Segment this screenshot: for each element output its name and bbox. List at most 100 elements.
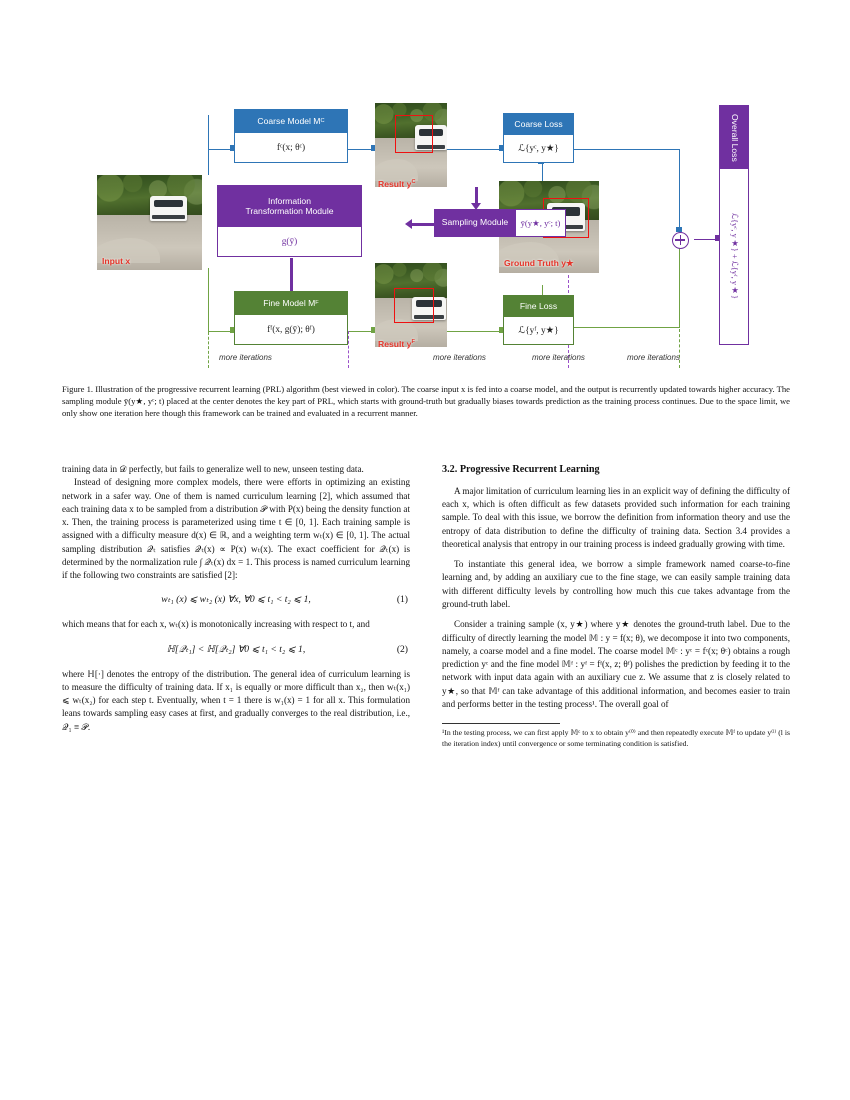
iteration-label-1: more iterations [219, 353, 272, 362]
fine-model-header-text: Fine Model M [263, 297, 316, 308]
right-column: 3.2. Progressive Recurrent Learning A ma… [442, 463, 790, 749]
connector-coarse-loss-to-sum-h [574, 149, 680, 151]
figure-1-diagram: Input x Result yC Result yF [62, 95, 790, 373]
connector-sum-to-overall [694, 239, 719, 241]
arrow-into-fine-model [230, 327, 235, 333]
fine-model-header-sup: F [315, 300, 319, 307]
figure-caption: Figure 1. Illustration of the progressiv… [62, 383, 790, 420]
connector-input-to-coarse-vertical [208, 115, 210, 175]
coarse-loss-box: Coarse Loss ℒ{yᶜ, y★} [503, 113, 574, 163]
ground-truth-label: Ground Truth y★ [504, 258, 574, 268]
itm-header: Information Transformation Module [217, 185, 362, 227]
input-image-thumbnail: Input x [97, 175, 202, 270]
connector-coarse-loss-to-sum-v [679, 149, 681, 231]
iteration-label-3: more iterations [532, 353, 585, 362]
coarse-model-body: fᶜ(x; θᶜ) [234, 133, 348, 163]
image-car [415, 124, 447, 151]
left-para-2: Instead of designing more complex models… [62, 477, 410, 581]
iteration-label-2: more iterations [433, 353, 486, 362]
fine-loss-box: Fine Loss ℒ{yᶠ, y★} [503, 295, 574, 345]
result-coarse-image-thumbnail [375, 103, 447, 187]
detection-box [395, 114, 433, 154]
arrow-into-fine-loss [499, 327, 504, 333]
result-fine-label: Result yF [378, 339, 415, 349]
sampling-module-header: Sampling Module [434, 209, 516, 237]
figure-caption-label: Figure 1. [62, 384, 94, 394]
fine-loss-header: Fine Loss [503, 295, 574, 317]
result-coarse-label: Result yC [378, 179, 416, 189]
arrow-down-into-sampling [471, 203, 481, 210]
equation-1: wₜ₁ (x) ⩽ wₜ₂ (x) ∀x, ∀0 ⩽ t₁ < t₂ ⩽ 1, … [62, 593, 410, 607]
connector-input-to-fine-h [208, 331, 234, 333]
connector-itm-to-fine-model [290, 258, 294, 293]
connector-fine-loss-to-sum-v [679, 247, 681, 327]
figure-caption-text: Illustration of the progressive recurren… [62, 384, 790, 419]
connector-input-to-coarse-horizontal [208, 149, 234, 151]
left-para-continuation: training data in 𝒟 perfectly, but fails … [62, 464, 364, 474]
connector-fine-to-resultF [347, 331, 375, 333]
image-car [412, 296, 446, 321]
footnote-separator [442, 723, 560, 725]
result-fine-label-text: Result y [378, 339, 412, 349]
fine-model-body: fᶠ(x, g(ȳ); θᶠ) [234, 315, 348, 345]
right-para-1: A major limitation of curriculum learnin… [442, 485, 790, 549]
right-para-2: To instantiate this general idea, we bor… [442, 559, 790, 610]
image-car [149, 195, 188, 221]
overall-loss-body: ℒ{yᶜ, y★} + ℒ{yᶠ, y★} [719, 169, 749, 345]
image-treeline [375, 263, 447, 300]
result-fine-label-sup: F [411, 339, 415, 346]
right-para-3: Consider a training sample (x, y★) where… [442, 619, 790, 709]
dashed-recurrence-green-2 [679, 329, 680, 368]
connector-gt-to-coarse-loss [542, 163, 544, 185]
dashed-recurrence-purple-2 [348, 331, 349, 368]
left-para-3: which means that for each x, wₜ(x) is mo… [62, 619, 370, 630]
arrow-into-coarse-model [230, 145, 235, 151]
connector-resultC-to-sampling [475, 187, 479, 205]
footnote-1: ¹In the testing process, we can first ap… [442, 728, 790, 748]
itm-body: g(ȳ) [217, 227, 362, 257]
coarse-model-header-sup: C [320, 118, 325, 125]
connector-resultF-to-fine-loss [447, 331, 503, 333]
arrow-left-into-itm [405, 219, 412, 229]
connector-sampling-to-itm [410, 223, 434, 227]
connector-result-to-coarse-loss [447, 149, 503, 151]
result-fine-image-thumbnail [375, 263, 447, 347]
overall-loss-header: Overall Loss [719, 105, 749, 169]
iteration-label-4: more iterations [627, 353, 680, 362]
connector-coarse-to-result [347, 149, 375, 151]
sampling-module-box: Sampling Module ȳ(y★, yᶜ; t) [434, 209, 566, 237]
left-column: training data in 𝒟 perfectly, but fails … [62, 463, 410, 734]
equation-2-body: ℍ[𝒬ₜ₁] < ℍ[𝒬ₜ₂] ∀0 ⩽ t₁ < t₂ ⩽ 1, [166, 643, 306, 655]
arrow-into-result-coarse [371, 145, 376, 151]
equation-2: ℍ[𝒬ₜ₁] < ℍ[𝒬ₜ₂] ∀0 ⩽ t₁ < t₂ ⩽ 1, (2) [62, 643, 410, 657]
coarse-model-header-text: Coarse Model M [257, 115, 321, 126]
arrow-into-result-fine [371, 327, 376, 333]
result-coarse-label-sup: C [411, 179, 416, 186]
information-transformation-module-box: Information Transformation Module g(ȳ) [217, 185, 362, 257]
coarse-loss-header: Coarse Loss [503, 113, 574, 135]
summation-node [672, 232, 689, 249]
equation-1-number: (1) [396, 594, 408, 606]
overall-loss-box: Overall Loss ℒ{yᶜ, y★} + ℒ{yᶠ, y★} [719, 105, 749, 345]
equation-1-body: wₜ₁ (x) ⩽ wₜ₂ (x) ∀x, ∀0 ⩽ t₁ < t₂ ⩽ 1, [161, 594, 311, 606]
detection-box [393, 288, 435, 324]
left-para-4: where ℍ[·] denotes the entropy of the di… [62, 668, 410, 732]
coarse-loss-body: ℒ{yᶜ, y★} [503, 135, 574, 163]
arrow-into-overall-loss [715, 235, 720, 241]
connector-fine-loss-to-sum-h [574, 327, 680, 329]
arrow-down-into-sum [676, 227, 682, 232]
fine-loss-body: ℒ{yᶠ, y★} [503, 317, 574, 345]
connector-input-to-fine-v [208, 268, 210, 332]
dashed-recurrence-green-1 [208, 332, 209, 368]
equation-2-number: (2) [396, 643, 408, 655]
result-coarse-label-text: Result y [378, 179, 412, 189]
section-heading-3-2: 3.2. Progressive Recurrent Learning [442, 464, 600, 475]
body-columns: training data in 𝒟 perfectly, but fails … [62, 463, 790, 1063]
input-image-label: Input x [102, 256, 131, 266]
sampling-module-body: ȳ(y★, yᶜ; t) [516, 209, 566, 237]
